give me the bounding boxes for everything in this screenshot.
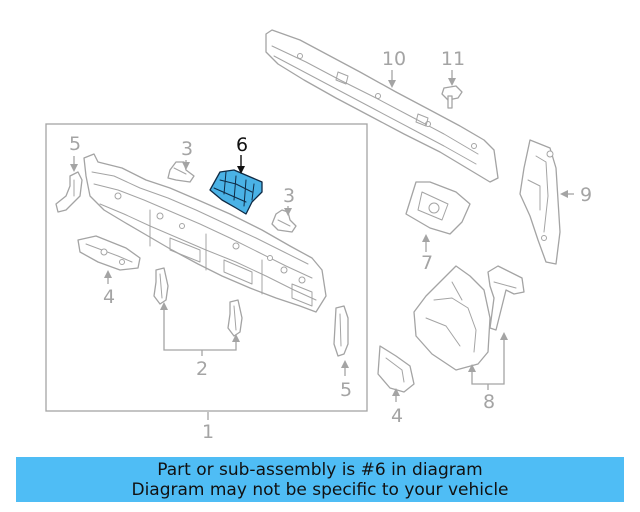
- part-3-bracket-upper[interactable]: [167, 161, 195, 183]
- part-8-bracket[interactable]: [487, 265, 525, 331]
- banner-line-2: Diagram may not be specific to your vehi…: [131, 479, 509, 500]
- part-2-bracket-left[interactable]: [153, 267, 169, 305]
- banner-line-1: Part or sub-assembly is #6 in diagram: [157, 459, 483, 480]
- part-3-bracket-lower[interactable]: [271, 209, 297, 233]
- callout-1: 1: [202, 421, 214, 443]
- part-9-side-panel[interactable]: [519, 139, 561, 265]
- part-1-rear-panel[interactable]: [83, 153, 327, 313]
- callout-4-left: 4: [103, 286, 115, 308]
- callout-9: 9: [580, 184, 592, 206]
- parts-diagram: 1 2 3 3 4 4 5 5 6 7 8 9 10 11: [45, 29, 592, 443]
- part-10-upper-beam[interactable]: [265, 29, 499, 183]
- part-4-plate-right[interactable]: [377, 345, 415, 393]
- callout-7: 7: [421, 252, 433, 274]
- leader-lines: [70, 70, 574, 420]
- callout-10: 10: [382, 48, 406, 70]
- part-8-inner-panel[interactable]: [413, 265, 491, 371]
- info-banner: Part or sub-assembly is #6 in diagram Di…: [16, 457, 624, 502]
- part-11-bolt[interactable]: [441, 85, 463, 109]
- callout-5-right: 5: [340, 379, 352, 401]
- callout-4-right: 4: [391, 405, 403, 427]
- part-7-bracket[interactable]: [405, 181, 471, 235]
- callout-6: 6: [236, 134, 248, 156]
- part-5-bracket-right[interactable]: [333, 305, 349, 357]
- callout-3-lower: 3: [283, 185, 295, 207]
- part-2-bracket-right[interactable]: [227, 299, 243, 337]
- callout-8: 8: [483, 391, 495, 413]
- part-4-plate-left[interactable]: [77, 235, 141, 271]
- part-6-reinforcement-highlighted[interactable]: [209, 169, 263, 215]
- callout-11: 11: [441, 48, 465, 70]
- callout-3-upper: 3: [181, 138, 193, 160]
- part-5-bracket-left[interactable]: [55, 171, 83, 213]
- callout-2: 2: [196, 358, 208, 380]
- callout-5-left: 5: [69, 133, 81, 155]
- assembly-group-box: [45, 123, 368, 412]
